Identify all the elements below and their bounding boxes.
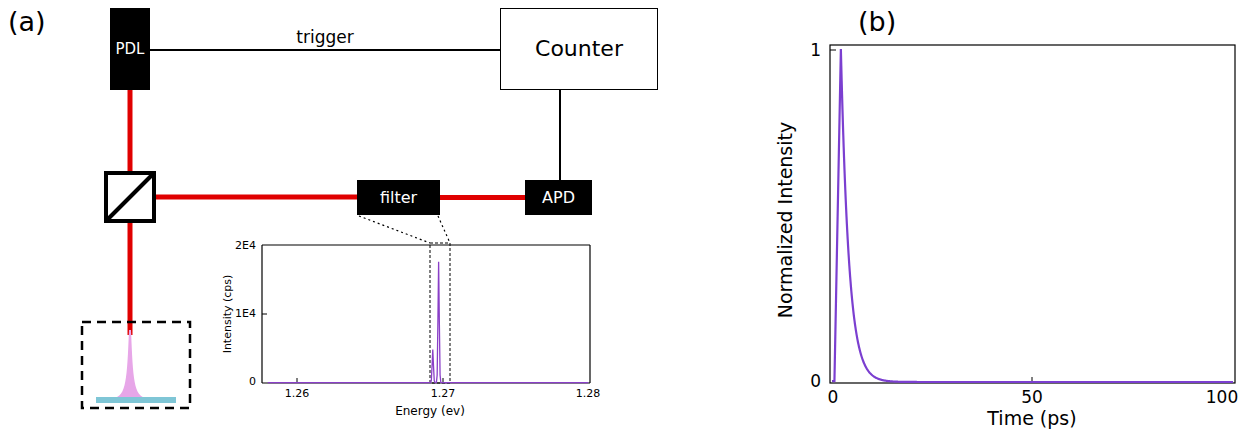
sample-region <box>82 322 190 408</box>
panel-label: (b) <box>858 7 896 37</box>
axis <box>589 245 590 383</box>
tick <box>830 50 836 51</box>
tick-label: 0 <box>249 376 256 388</box>
tick-label: 1E4 <box>235 308 256 320</box>
axis-title: Normalized Intensity <box>775 122 796 319</box>
laser-beam <box>440 195 525 200</box>
plot-frame <box>830 45 1235 383</box>
beam-splitter <box>106 173 154 221</box>
laser-beam <box>128 90 133 172</box>
node-label: PDL <box>116 41 145 58</box>
node-label: APD <box>542 189 575 207</box>
tick-label: 50 <box>1021 388 1043 407</box>
node-label: Counter <box>535 37 623 61</box>
axis-title: Energy (ev) <box>395 405 465 418</box>
tick-label: 1.27 <box>431 388 456 400</box>
emission-peak <box>114 330 146 398</box>
axis <box>262 244 590 245</box>
tick-label: 2E4 <box>235 240 256 252</box>
substrate <box>96 397 176 403</box>
laser-beam <box>128 222 133 335</box>
laser-box: PDL <box>110 8 150 90</box>
tick-label: 0 <box>810 372 821 391</box>
zoom-line <box>438 216 450 243</box>
spectrum-curve <box>268 262 588 383</box>
panel-label: (a) <box>8 7 46 37</box>
tick <box>262 314 267 315</box>
filter-box: filter <box>357 180 440 215</box>
trigger-cable <box>150 49 500 51</box>
zoom-line <box>359 216 430 243</box>
signal-cable <box>559 90 561 180</box>
detector-box: APD <box>525 180 592 215</box>
edge-label: trigger <box>293 28 356 47</box>
tick-label: 1.26 <box>285 388 310 400</box>
node-label: filter <box>380 189 417 207</box>
laser-beam <box>155 195 357 200</box>
tick-label: 100 <box>1206 388 1238 407</box>
counter-box: Counter <box>500 8 658 90</box>
axis-title: Time (ps) <box>987 408 1076 429</box>
tick-label: 1.28 <box>576 388 601 400</box>
decay-curve <box>832 49 1233 382</box>
tick-label: 1 <box>810 41 821 60</box>
tick-label: 0 <box>828 388 839 407</box>
beam-splitter-diagonal <box>106 173 154 221</box>
axis-title: Intensity (cps) <box>222 275 234 354</box>
